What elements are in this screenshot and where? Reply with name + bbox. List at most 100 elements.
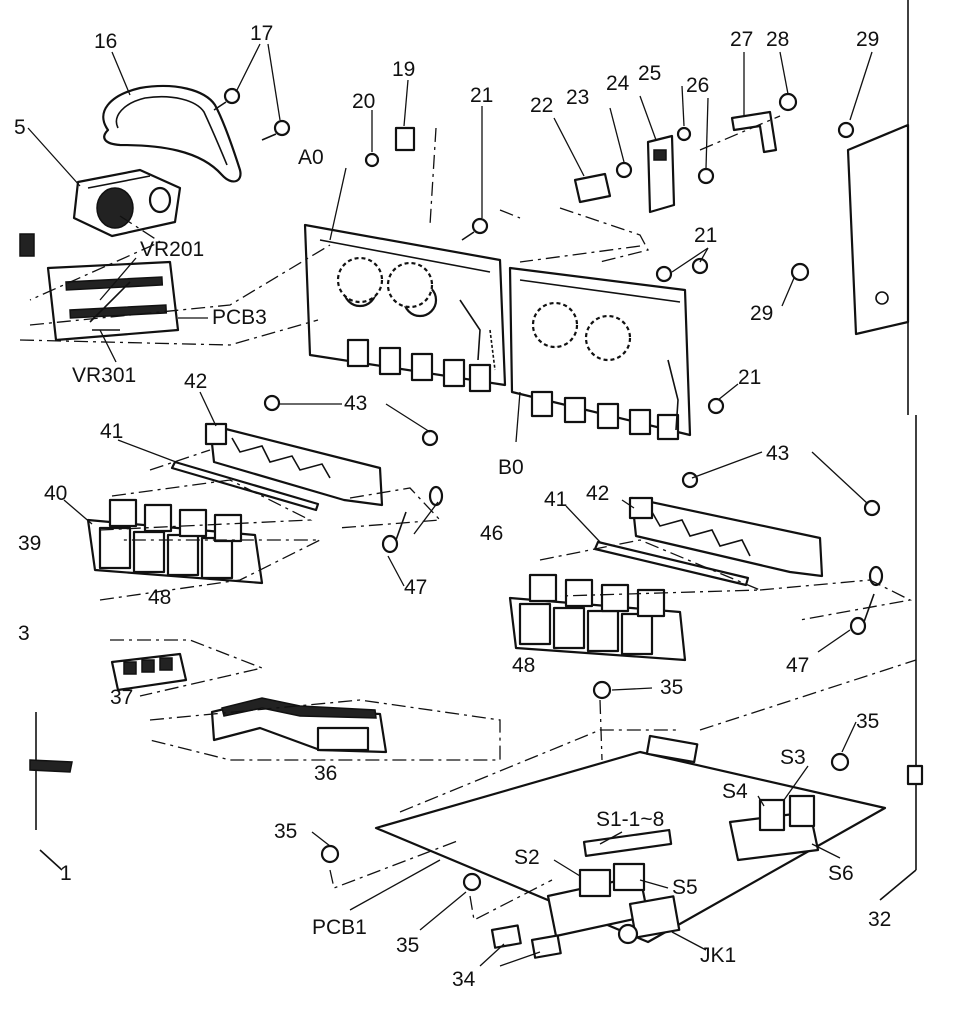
label-5: 5 <box>14 116 26 139</box>
label-48-right: 48 <box>512 654 535 677</box>
screw-23 <box>615 161 633 179</box>
connector-plug <box>645 734 699 764</box>
label-41-right: 41 <box>544 488 567 511</box>
label-s6: S6 <box>828 862 854 885</box>
right-edge-parts <box>879 764 924 901</box>
screw-17a <box>213 87 241 111</box>
label-vr201: VR201 <box>140 238 204 261</box>
spring-46 <box>428 485 444 507</box>
label-26: 26 <box>686 74 709 97</box>
label-36: 36 <box>314 762 337 785</box>
screw-29b <box>790 262 810 282</box>
label-s5: S5 <box>672 876 698 899</box>
rod-41-left <box>170 460 320 512</box>
screw-43-left <box>263 394 439 447</box>
label-s4: S4 <box>722 780 748 803</box>
label-1: 1 <box>60 862 72 885</box>
label-s2: S2 <box>514 846 540 869</box>
spring-47-right <box>849 593 875 636</box>
screw-29a <box>837 121 855 139</box>
label-21-top: 21 <box>470 84 493 107</box>
part-labels: 16 17 19 20 21 22 23 24 25 26 27 28 29 A… <box>14 22 891 991</box>
rod-41-right <box>593 540 750 587</box>
label-42-right: 42 <box>586 482 609 505</box>
assembly-guide-lines <box>19 115 917 921</box>
label-24: 24 <box>606 72 630 95</box>
label-20: 20 <box>352 90 375 113</box>
switch-s1 <box>582 828 673 857</box>
bracket-27 <box>730 110 778 154</box>
left-edge-parts <box>19 233 73 871</box>
pcb3-board <box>46 260 180 342</box>
label-pcb1: PCB1 <box>312 916 367 939</box>
label-29-mid: 29 <box>750 302 773 325</box>
label-35-a: 35 <box>660 676 683 699</box>
label-29-top: 29 <box>856 28 879 51</box>
screw-28 <box>778 92 798 112</box>
clip-22 <box>573 172 612 204</box>
label-vr301: VR301 <box>72 364 136 387</box>
label-35-b: 35 <box>856 710 879 733</box>
screw-21a <box>461 217 489 241</box>
label-b0: B0 <box>498 456 524 479</box>
screw-25 <box>676 126 692 142</box>
cabinet-panel <box>846 123 910 336</box>
head-bracket-24 <box>646 134 676 214</box>
label-47-left: 47 <box>404 576 427 599</box>
label-s1: S1-1~8 <box>596 808 664 831</box>
label-23: 23 <box>566 86 589 109</box>
screw-43-right <box>681 471 881 517</box>
label-pcb3: PCB3 <box>212 306 267 329</box>
label-a0: A0 <box>298 146 324 169</box>
switch-s2-s5 <box>546 862 650 938</box>
label-32: 32 <box>868 908 891 931</box>
label-19: 19 <box>392 58 415 81</box>
label-47-right: 47 <box>786 654 809 677</box>
mechanism-chassis-b0 <box>508 266 692 441</box>
label-28: 28 <box>766 28 789 51</box>
label-39: 39 <box>18 532 41 555</box>
label-34: 34 <box>452 968 476 991</box>
label-22: 22 <box>530 94 553 117</box>
button-set-right <box>508 573 687 662</box>
label-3: 3 <box>18 622 30 645</box>
label-35-d: 35 <box>396 934 419 957</box>
label-37: 37 <box>110 686 133 709</box>
label-16: 16 <box>94 30 117 53</box>
label-27: 27 <box>730 28 753 51</box>
mechanism-chassis-a0 <box>303 223 507 393</box>
label-35-c: 35 <box>274 820 297 843</box>
leader-lines <box>27 43 873 967</box>
screws-35 <box>320 680 850 892</box>
motor-assembly <box>72 168 182 238</box>
button-frame-right <box>628 496 824 578</box>
spring-46-right <box>868 565 884 587</box>
drive-belt <box>102 84 242 183</box>
button-frame-left <box>204 422 384 507</box>
label-41-left: 41 <box>100 420 123 443</box>
screw-21b <box>655 257 709 283</box>
lever-assembly-36 <box>210 697 388 754</box>
jack-jk1 <box>617 895 681 945</box>
label-25: 25 <box>638 62 661 85</box>
label-21-low: 21 <box>738 366 761 389</box>
label-42-left: 42 <box>184 370 207 393</box>
screw-17b <box>261 119 291 141</box>
label-46: 46 <box>480 522 503 545</box>
screw-21c <box>707 397 725 415</box>
label-21-mid: 21 <box>694 224 717 247</box>
screw-26 <box>697 167 715 185</box>
label-s3: S3 <box>780 746 806 769</box>
label-43-left: 43 <box>344 392 367 415</box>
bracket-19 <box>394 126 416 152</box>
spring-47-left <box>381 511 407 554</box>
label-43-right: 43 <box>766 442 789 465</box>
switch-block-37 <box>110 652 188 692</box>
label-48-left: 48 <box>148 586 171 609</box>
button-set-left <box>86 498 264 585</box>
label-17: 17 <box>250 22 273 45</box>
knob-34 <box>490 924 562 959</box>
label-40: 40 <box>44 482 67 505</box>
label-jk1: JK1 <box>700 944 736 967</box>
